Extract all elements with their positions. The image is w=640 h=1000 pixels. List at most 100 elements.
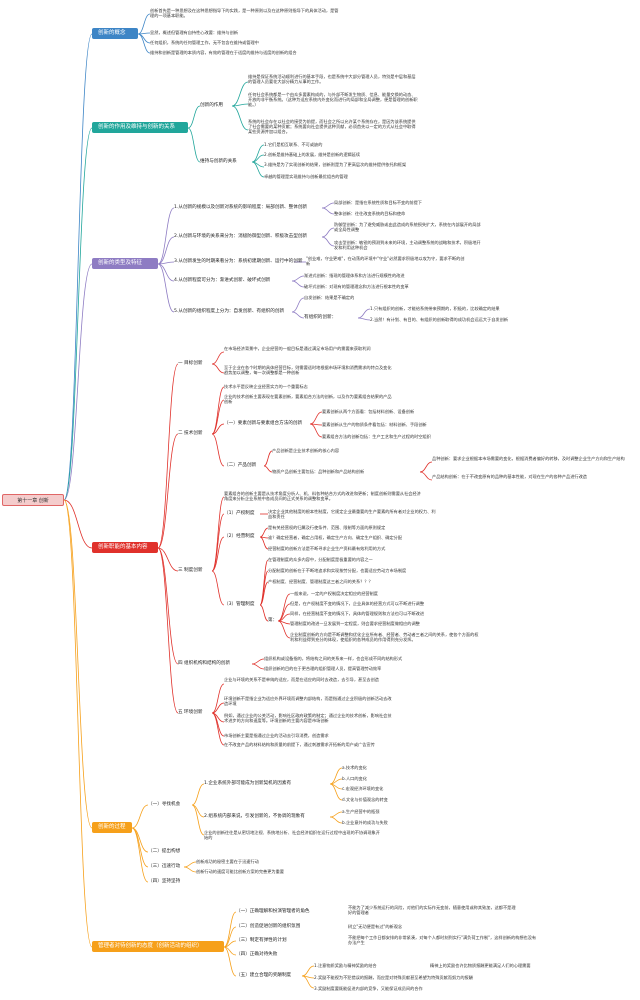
external-factors[interactable]: 1.企业系统外部可能成为创新契机的因素有 [204, 781, 292, 786]
concept-item: 任何组织，系统的任何管理工作，无不包含在维持或管理中 [150, 40, 259, 45]
management-item: 分配制度的创新在于不断地追求和实现按劳分配，也要适应劳动力市场制度 [268, 568, 407, 573]
operation-item: 经营制度的创新方法是不断寻求企业生产资料最有效利用的方式 [268, 546, 386, 551]
external-factor: c.宏观经济环境的变化 [342, 786, 384, 791]
tech-element-item: 要素创新从生产的物质条件看包括：材料创新、手段创新 [322, 422, 427, 427]
tech-element-item: 要素组合方法的创新包括：生产工艺和生产过程的时空组织 [322, 434, 431, 439]
operation-item: 是有关经营权的归属及行使条件、范围、限制等方面的原则规定 [268, 525, 386, 530]
type-sub: 攻击型创新：敏锐的预测到未来的环境，主动调整系统的战略和技术，积极地开发和利用这… [334, 240, 481, 251]
product-item: 产品创新是企业技术创新的核心内容 [272, 448, 340, 453]
internal-factors[interactable]: 2.组系统内部来说，引发创新的，不协调的现象有 [204, 814, 305, 819]
type-sub: 2.当然！有计划、有目的、有组织的创新取得的成功机会远远大于自发创新 [370, 317, 508, 322]
act-item: 创新成功的秘密主要在于迅速行动 [196, 859, 259, 864]
relation-item: 3.维持是为了实现创新的结果，创新则是为了更高层次的维持提供依托和框架 [264, 162, 407, 167]
external-factor: a.技术的变化 [342, 765, 367, 770]
attitude-reward[interactable]: （五）建立合理的奖酬制度 [236, 973, 292, 978]
relation-item: 2.创新是维持基础上的发展，维持是创新的逻辑延续 [264, 152, 361, 157]
type-scale[interactable]: 1.从创新的规模以及创新对系统的影响程度：局部创新、整体创新 [174, 205, 308, 210]
type-period[interactable]: 3.从创新发生的时期来看分为：系统初建期创新、运行中的创新 [174, 259, 303, 264]
type-organization[interactable]: 5.从创新的组织程度上分为：自发创新、有组织的创新 [174, 309, 285, 314]
management-sub: 但是，在产权制度不变的情况下，企业具体的经营方式可以不断进行调整 [290, 601, 425, 606]
management-sub: 企业制度创新的方向是不断调整和优化企业所有者、经营者、劳动者三者之间的关系，使各… [290, 632, 479, 643]
operation-node[interactable]: （2）经营制度 [224, 534, 255, 539]
product-item: 物质产品创新主要包括：品种创新和产品结构创新 [272, 469, 365, 474]
external-factor: d.文化与价值观念的转变 [342, 797, 388, 802]
internal-factor: b.企业意外的成功与失败 [342, 820, 388, 825]
role-item: 维持是保证系统活动顺利进行的基本手段，也是系统中大部分管理人员，特别是中层和基层… [248, 74, 416, 85]
root-node[interactable]: 第十一章 创新 [2, 494, 64, 506]
role-node[interactable]: 创新的作用 [200, 103, 223, 108]
act-item: 创新行动的速度可能比创新方案的完善更为重要 [196, 869, 284, 874]
section-types[interactable]: 创新的类型及特征 [92, 258, 158, 269]
org-item: 组织机构或设备指的，将结构之间的关系来一样，也会形成不同的结构形式 [264, 656, 403, 661]
product-sub: 品种创新：要求企业根据本市场需要的变化，根据消费者偏好的转移，及时调整企业生产方… [432, 456, 625, 461]
idea-node[interactable]: （二）提出构想 [148, 849, 181, 854]
find-opportunity-node[interactable]: （一）寻找机会 [148, 802, 181, 807]
management-item: 在管理制度的众多内容中，分配制度是极重要的内容之一 [268, 557, 373, 562]
type-sub: 渐进式创新：指现的管理体系和方法进行规模性的改进 [304, 273, 405, 278]
env-item: 市场创新主要是指通过企业的活动去引导消费，创造需求 [224, 733, 329, 738]
type-sub: 局部创新：是指在系统性质和目标不变的前提下 [334, 200, 422, 205]
attitude-role[interactable]: （一）正确理解和扮演管理者的角色 [236, 909, 310, 914]
concept-item: 维持和创新是管理的本质内容，有效的管理在于适度的维持与适度的创新的组合 [150, 50, 297, 55]
operation-item: 谁？确定经营者，确定占用权，确定生产方向、确定生产组织、确定分配 [268, 535, 403, 540]
type-environment[interactable]: 2.从创新与环境的关系来分为：消极防御型创新、积极攻击型创新 [174, 234, 308, 239]
role-item: 系统的社会存在以社会的接受为前提，而社会之所以允许某个系统存在，是因为该系统提供… [248, 119, 416, 135]
institution-item: 要素组合的创新主要是从技术角度分析人、机、料各种结合方式的改进和更新；制度创新则… [224, 491, 421, 502]
environment-node[interactable]: 五 环境创新 [178, 710, 203, 715]
section-content[interactable]: 创新职能的基本内容 [92, 542, 158, 553]
reward-item: 1.注意物质奖励与精神奖励的结合 [314, 963, 377, 968]
type-sub: 防御型创新：为了避免威胁或由此造成的系统损失扩大，系统在内部展开的局部或全局性调… [334, 222, 481, 233]
management-item: 产权制度、经营制度、管理制度这三者之间的关系？？？ [268, 579, 373, 584]
tech-item: 企业的技术创新主要表现在要素创新，要素组合方法的创新，以及作为要素组合结果的产品… [224, 394, 392, 405]
organized-node[interactable]: 有组织的创新： [304, 315, 337, 320]
type-sub: 整体创新：往往改变系统的目标和使命 [334, 211, 406, 216]
tech-item: 技术水平是反映企业经营实力的一个重要标志 [224, 384, 308, 389]
management-node[interactable]: （3）管理制度 [224, 602, 255, 607]
goal-item: 在市场经济背景中，企业经营的一般目标是通过满足市场用户的需要来获取利润 [224, 346, 371, 351]
attitude-failure[interactable]: （四）正确对待失败 [236, 952, 278, 957]
property-item: 决定企业其他制度的根本性制度，它规定企业最重要的生产要素的所有者对企业的权力、利… [268, 509, 436, 520]
find-note: 企业的创新往往是从密切地注视、系统地分析、社会经济组织在运行过程中出现的不协调现… [204, 830, 380, 841]
reward-note: 精神上的奖励也许比物质报酬更能满足人们的心理需要 [430, 963, 531, 968]
relation-node[interactable]: 维持与创新的关系 [200, 159, 237, 164]
external-factor: b.人口的变化 [342, 776, 367, 781]
type-sub: "创业难，守业更难"，在动荡的环境中"守业"必然要求积极地以攻为守，要求不断的创… [306, 256, 465, 267]
env-item: 在不改变产品的材料结构和质量的前提下，通过刺激需求开拓新的用户或广告宣传 [224, 742, 375, 747]
relation-item: 卓越的管理是实现维持与创新最优组合的管理 [264, 174, 348, 179]
tech-element-node[interactable]: （一）要素创新与要素组合方法的创新 [224, 421, 303, 426]
type-sub: 自发创新：结果是不确定的 [304, 295, 355, 300]
relation-note: 第： [268, 618, 278, 623]
relation-item: 1.它们是相互联系、不可或缺的 [264, 142, 323, 147]
attitude-plan[interactable]: （三）制定有弹性的计划 [236, 938, 287, 943]
section-concept[interactable]: 创新的概念 [92, 28, 138, 39]
env-item: 企业与环境的关系不是单纯的适应，而是在适应的同时去改造，去引导，甚至去创造 [224, 677, 379, 682]
management-sub: 管理制度的改进一旦发展到一定程度，则会要求经营制度做相应的调整 [290, 621, 420, 626]
attitude-atmosphere[interactable]: （二）创造促进创新的组织氛围 [236, 924, 301, 929]
reward-item: 2.奖励不能视为不犯错误的报酬，而应是对特殊贡献甚至希望为特殊贡献而努力的报酬 [314, 975, 473, 980]
act-node[interactable]: （三）迅速行动 [148, 864, 181, 869]
section-process[interactable]: 创新的过程 [92, 822, 132, 833]
management-sub: 一般来说，一定的产权制度决定相应的经营制度 [290, 591, 378, 596]
concept-item: 创新首先是一种思想及在这种思想指导下的实践，是一种原则以及在这种原则指导下的具体… [150, 8, 339, 19]
role-item: 任何社会系统都是一个由众多要素构成的，与外部不断发生物质、信息、能量交换的动态、… [248, 92, 418, 108]
tech-node[interactable]: 二 技术创新 [178, 431, 203, 436]
management-sub: 同样，在经营制度不变的情况下，具体的管理规则和方法也可以不断改进 [290, 611, 425, 616]
section-role-relation[interactable]: 创新的作用及维持与创新的关系 [92, 122, 188, 133]
product-node[interactable]: （二）产品创新 [224, 463, 257, 468]
property-node[interactable]: （1）产权制度 [224, 511, 255, 516]
attitude-sub: 不能把每个工作日都安排的非常紧凑，对每个人都时刻到实行"满负荷工作制"，这样创新… [348, 935, 537, 946]
institution-node[interactable]: 三 制度创新 [178, 568, 203, 573]
goal-node[interactable]: 一 目标创新 [178, 361, 203, 366]
internal-factor: a.生产经营中的瓶颈 [342, 809, 380, 814]
attitude-sub: 不能为了减少系统运行的风险，对他们的实际作无变前，随意使用或称其致加，这都不是理… [348, 905, 516, 916]
env-item: 例如，通过企业的公关活动，影响社区政府政策的制定；通过企业的技术创新，影响社会技… [224, 713, 392, 724]
goal-item: 至于企业在各个时期的具体经营目标，则需要适时地根据市场环境和消费需求的特点及变化… [224, 365, 392, 376]
persist-node[interactable]: （四）坚持坚持 [148, 879, 181, 884]
type-degree[interactable]: 4.从创新程度可分为：渐进式创新、破坏式创新 [174, 278, 271, 283]
section-attitude[interactable]: 管理者对待创新的态度（创新活动的组织） [92, 941, 224, 952]
org-structure-node[interactable]: 四 组织机构和结构的创新 [178, 661, 230, 666]
attitude-sub: 树立"无功便是有过"的新观念 [348, 924, 403, 929]
concept-item: 显然，概述但管理有自持性心改要：维持与创新 [150, 30, 238, 35]
type-sub: 破坏式创新：对现有的管理理念和方法进行根本性的变革 [304, 284, 409, 289]
